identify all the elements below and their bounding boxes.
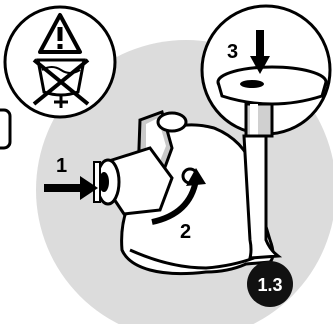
warning-inset bbox=[5, 7, 115, 117]
figure-badge-label: 1.3 bbox=[257, 275, 282, 295]
figure-badge: 1.3 bbox=[247, 261, 293, 307]
step-2-label: 2 bbox=[180, 221, 191, 243]
partial-part-left bbox=[0, 110, 10, 148]
step-3-label: 3 bbox=[227, 41, 238, 63]
step-1-label: 1 bbox=[56, 155, 67, 177]
press-detail-inset: 3 bbox=[202, 6, 330, 136]
